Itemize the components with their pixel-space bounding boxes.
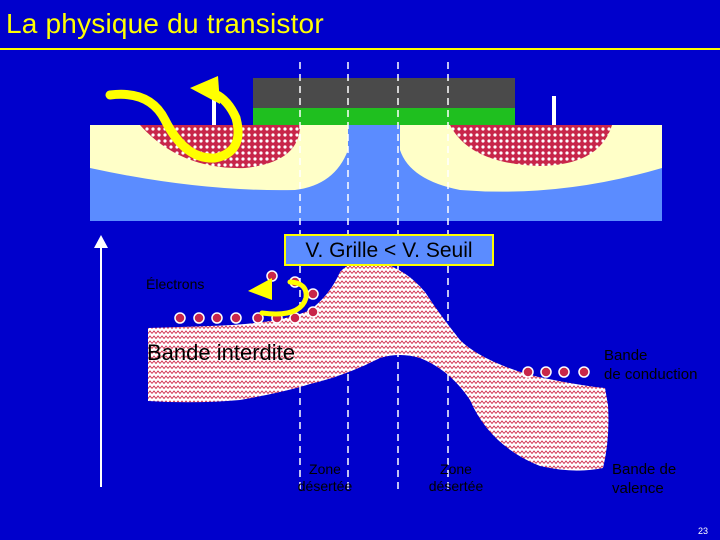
electron	[307, 306, 319, 318]
source-arrow-head	[190, 76, 220, 104]
electron	[578, 366, 590, 378]
electron-arrow-head	[248, 278, 272, 300]
electron	[540, 366, 552, 378]
forbidden-band-label: Bande interdite	[147, 340, 295, 365]
electron	[193, 312, 205, 324]
source-contact	[212, 96, 216, 125]
drain-doped-region	[450, 125, 612, 166]
conduction-band-label: Bande de conduction	[604, 346, 697, 384]
source-curved-arrow	[105, 89, 243, 163]
gate-voltage-condition: V. Grille < V. Seuil	[284, 234, 494, 266]
electron	[307, 288, 319, 300]
conduction-band-label-line1: Bande	[604, 347, 648, 364]
valence-band-label-line2: valence	[612, 480, 664, 497]
depletion-zone-label-right: Zone désertée	[421, 461, 491, 495]
electron	[522, 366, 534, 378]
depletion-zone-label-line2: désertée	[428, 478, 484, 494]
depletion-zone-label-line1: Zone	[309, 461, 341, 477]
gate-metal	[253, 78, 515, 108]
drain-contact	[552, 96, 556, 125]
page-number: 23	[698, 526, 709, 536]
valence-band-label: Bande de valence	[612, 460, 676, 498]
depletion-zone-label-left: Zone désertée	[290, 461, 360, 495]
conduction-band-label-line2: de conduction	[604, 366, 698, 383]
electron	[230, 312, 242, 324]
electron	[558, 366, 570, 378]
depletion-zone-label-line2: désertée	[297, 478, 353, 494]
electron	[211, 312, 223, 324]
title-underline	[0, 48, 720, 50]
electrons-label: Électrons	[146, 276, 205, 292]
slide-title: La physique du transistor	[6, 8, 324, 39]
electron	[252, 312, 264, 324]
electron-curved-arrow	[259, 279, 309, 317]
forbidden-band	[148, 260, 609, 471]
depletion-zone-label-line1: Zone	[440, 461, 472, 477]
valence-band-label-line1: Bande de	[612, 461, 677, 478]
energy-axis-arrowhead	[94, 235, 108, 248]
electron	[174, 312, 186, 324]
electrons	[174, 270, 590, 378]
gate-oxide	[253, 108, 515, 125]
